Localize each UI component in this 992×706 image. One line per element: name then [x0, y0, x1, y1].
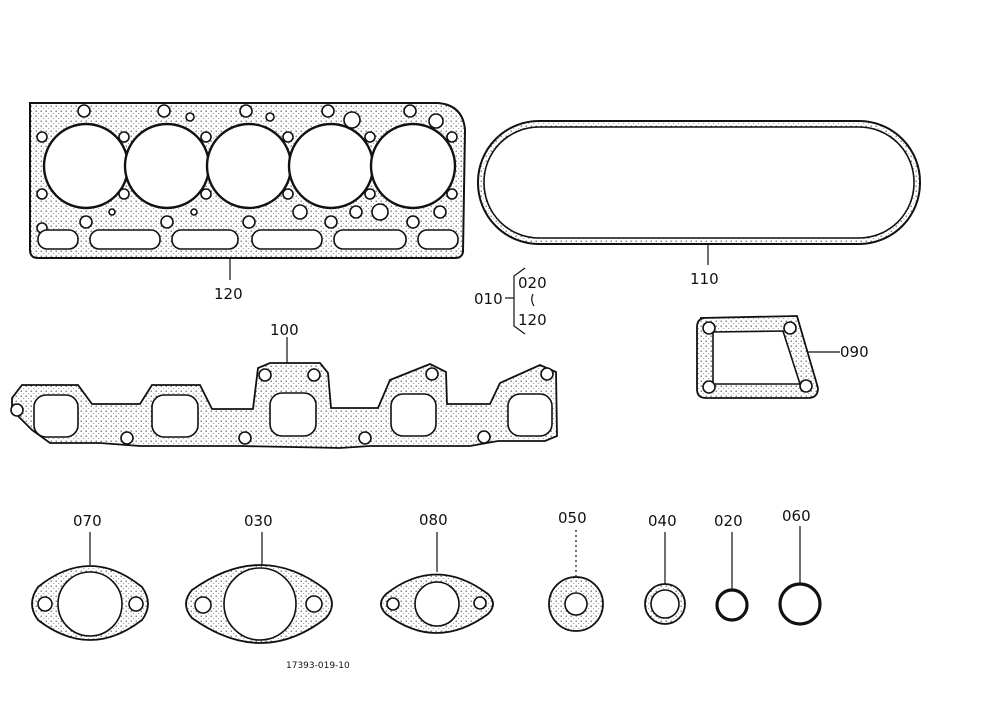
- drawing-number: 17393-019-10: [286, 661, 350, 671]
- label-110: 110: [690, 270, 719, 288]
- o-ring-060: [778, 526, 822, 626]
- cover-gasket: [696, 315, 840, 399]
- cylinder-head-gasket: [29, 102, 467, 280]
- manifold-gasket: [10, 337, 558, 449]
- label-080: 080: [419, 511, 448, 529]
- label-020: 020: [714, 512, 743, 530]
- ring-040: [644, 532, 686, 625]
- washer-050: [548, 530, 604, 632]
- flange-gasket-070: [31, 532, 149, 641]
- kit-bracket: [505, 267, 535, 335]
- label-030: 030: [244, 512, 273, 530]
- label-070: 070: [73, 512, 102, 530]
- rocker-cover-gasket: [477, 120, 921, 265]
- o-ring-020: [715, 532, 749, 622]
- label-040: 040: [648, 512, 677, 530]
- label-050: 050: [558, 509, 587, 527]
- label-010-020: 020: [518, 274, 547, 292]
- label-100: 100: [270, 321, 299, 339]
- label-010: 010: [474, 290, 503, 308]
- label-010-120: 120: [518, 311, 547, 329]
- flange-gasket-030: [185, 532, 333, 644]
- label-060: 060: [782, 507, 811, 525]
- label-120: 120: [214, 285, 243, 303]
- label-090: 090: [840, 343, 869, 361]
- flange-gasket-080: [380, 532, 494, 634]
